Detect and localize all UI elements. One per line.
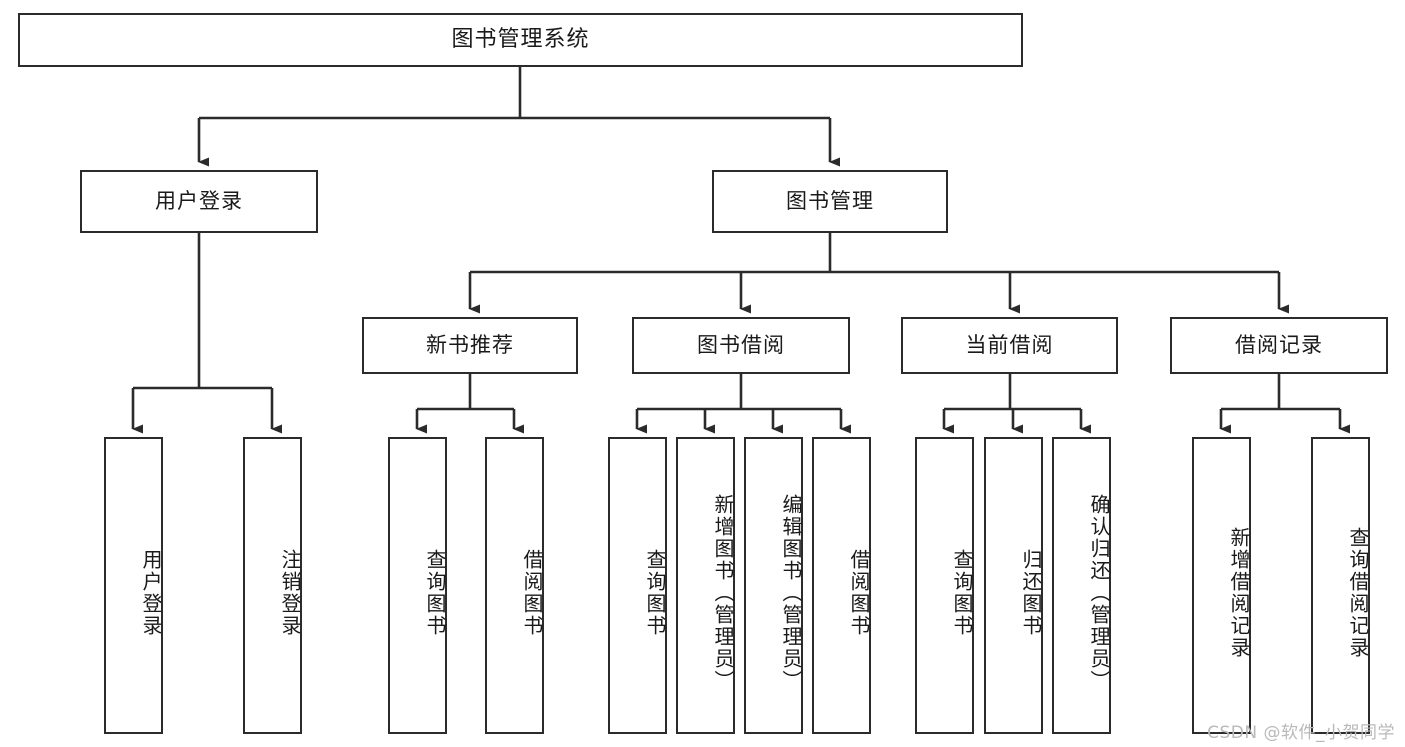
leaf-current-borrow-1[interactable]: 归还图书: [984, 437, 1043, 734]
node-label: 查询图书: [950, 548, 974, 637]
leaf-user-login-1[interactable]: 注销登录: [243, 437, 302, 734]
leaf-book-borrow-0[interactable]: 查询图书: [608, 437, 667, 734]
node-label: 查询图书: [423, 548, 447, 637]
node-label: 新书推荐: [426, 332, 514, 357]
leaf-new-book-recommend-0[interactable]: 查询图书: [388, 437, 447, 734]
leaf-book-borrow-3[interactable]: 借阅图书: [812, 437, 871, 734]
node-label: 新增图书（管理员）: [711, 493, 735, 692]
leaf-borrow-record-0[interactable]: 新增借阅记录: [1192, 437, 1251, 734]
node-label: 用户登录: [139, 548, 163, 637]
node-label: 确认归还（管理员）: [1087, 493, 1111, 692]
node-current-borrow[interactable]: 当前借阅: [901, 317, 1118, 374]
leaf-book-borrow-1[interactable]: 新增图书（管理员）: [676, 437, 735, 734]
node-label: 编辑图书（管理员）: [779, 493, 803, 692]
node-user-login[interactable]: 用户登录: [80, 170, 318, 233]
node-label: 新增借阅记录: [1227, 526, 1251, 659]
node-borrow-record[interactable]: 借阅记录: [1170, 317, 1388, 374]
node-root-book-management-system[interactable]: 图书管理系统: [18, 13, 1023, 67]
node-label: 图书借阅: [697, 332, 785, 357]
node-label: 查询图书: [643, 548, 667, 637]
node-label: 借阅图书: [847, 548, 871, 637]
node-label: 查询借阅记录: [1346, 526, 1370, 659]
leaf-user-login-0[interactable]: 用户登录: [104, 437, 163, 734]
leaf-current-borrow-2[interactable]: 确认归还（管理员）: [1052, 437, 1111, 734]
node-label: 当前借阅: [965, 332, 1054, 357]
node-label: 注销登录: [278, 548, 302, 637]
node-book-borrow[interactable]: 图书借阅: [632, 317, 850, 374]
node-label: 用户登录: [155, 188, 243, 213]
node-new-book-recommend[interactable]: 新书推荐: [362, 317, 578, 374]
leaf-book-borrow-2[interactable]: 编辑图书（管理员）: [744, 437, 803, 734]
leaf-current-borrow-0[interactable]: 查询图书: [915, 437, 974, 734]
leaf-borrow-record-1[interactable]: 查询借阅记录: [1311, 437, 1370, 734]
node-label: 图书管理系统: [451, 26, 590, 52]
node-label: 归还图书: [1019, 548, 1043, 637]
leaf-new-book-recommend-1[interactable]: 借阅图书: [485, 437, 544, 734]
node-label: 借阅记录: [1235, 332, 1323, 357]
node-label: 图书管理: [786, 188, 874, 213]
node-book-management[interactable]: 图书管理: [712, 170, 948, 233]
node-label: 借阅图书: [520, 548, 544, 637]
